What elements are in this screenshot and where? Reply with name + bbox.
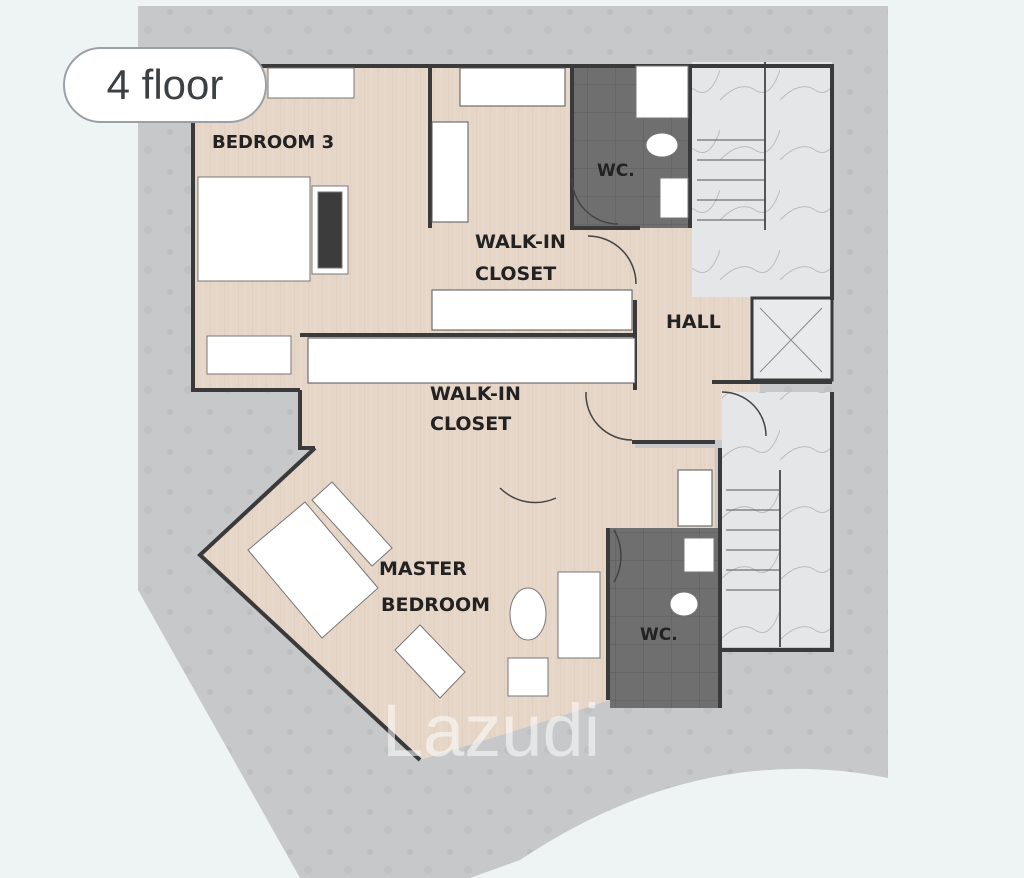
- label-hall: HALL: [666, 311, 721, 333]
- master-bedroom-area: [200, 448, 715, 760]
- bedroom-3-furniture: [197, 67, 355, 375]
- door-swings: [499, 177, 767, 583]
- floor-label-text: 4 floor: [106, 61, 224, 108]
- master-bedroom-furniture: [247, 481, 601, 699]
- wc-bottom-fixtures: [669, 537, 715, 617]
- label-walk-in-top-1: WALK-IN: [475, 231, 566, 253]
- label-walk-in-mid-1: WALK-IN: [430, 383, 521, 405]
- label-wc-bottom: WC.: [640, 625, 678, 645]
- walls: [191, 64, 834, 762]
- label-wc-top: WC.: [597, 161, 635, 181]
- watermark-text: Lazudi: [382, 689, 600, 772]
- staircase-bottom: [722, 392, 834, 647]
- stair-treads-bottom: [726, 470, 781, 647]
- label-bedroom-3: BEDROOM 3: [212, 132, 334, 153]
- label-master-2: BEDROOM: [381, 594, 490, 616]
- wardrobes: [307, 67, 713, 527]
- label-walk-in-mid-2: CLOSET: [430, 413, 511, 435]
- label-master-1: MASTER: [379, 558, 467, 580]
- floor-label-badge: 4 floor: [63, 47, 267, 123]
- elevator-cross-b: [759, 307, 823, 373]
- wc-top-fixtures: [635, 65, 689, 219]
- stair-treads-top: [697, 62, 766, 230]
- label-walk-in-top-2: CLOSET: [475, 263, 556, 285]
